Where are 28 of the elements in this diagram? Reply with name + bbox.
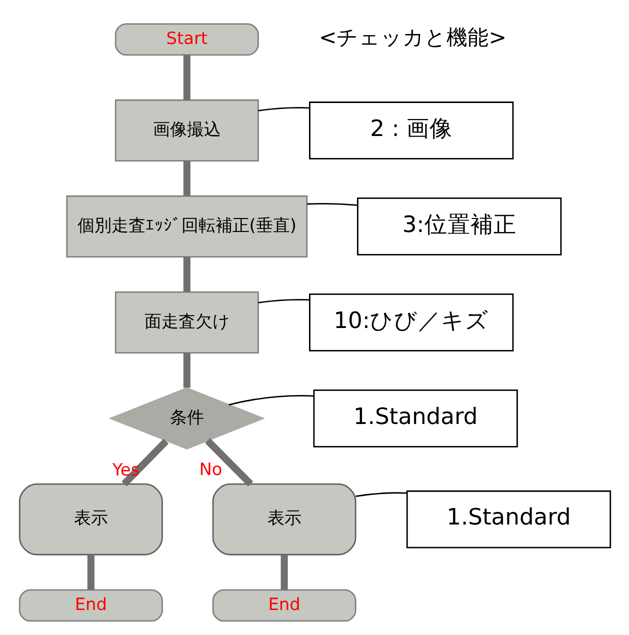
node-box: 面走査欠け <box>114 291 258 354</box>
connector <box>182 160 190 196</box>
connector <box>228 394 314 406</box>
node-diamond: 条件 <box>108 387 265 450</box>
node-box: 表示 <box>212 483 356 556</box>
node-box: End <box>18 589 162 622</box>
label: <チェッカと機能> <box>318 24 506 50</box>
node-box: 画像撮込 <box>114 99 258 162</box>
node-box: 1.Standard <box>312 389 518 448</box>
node-box: 3:位置補正 <box>356 198 562 256</box>
node-box: 2 : 画像 <box>308 102 514 160</box>
connector <box>280 555 288 590</box>
connector <box>355 492 406 498</box>
connector <box>306 203 358 206</box>
connector <box>204 438 253 487</box>
edge-label: No <box>198 459 222 480</box>
node-box: 1.Standard <box>406 490 611 548</box>
connector <box>258 107 309 112</box>
connector <box>182 256 190 292</box>
connector <box>182 55 190 100</box>
connector <box>258 298 309 304</box>
connector <box>182 352 190 388</box>
connector <box>86 555 94 590</box>
node-box: 10:ひび／キズ <box>308 294 514 352</box>
node-box: 表示 <box>18 483 162 556</box>
node-box: 個別走査ｴｯｼﾞ回転補正(垂直) <box>66 195 308 258</box>
node-box: End <box>212 589 356 622</box>
node-box: Start <box>114 23 258 56</box>
